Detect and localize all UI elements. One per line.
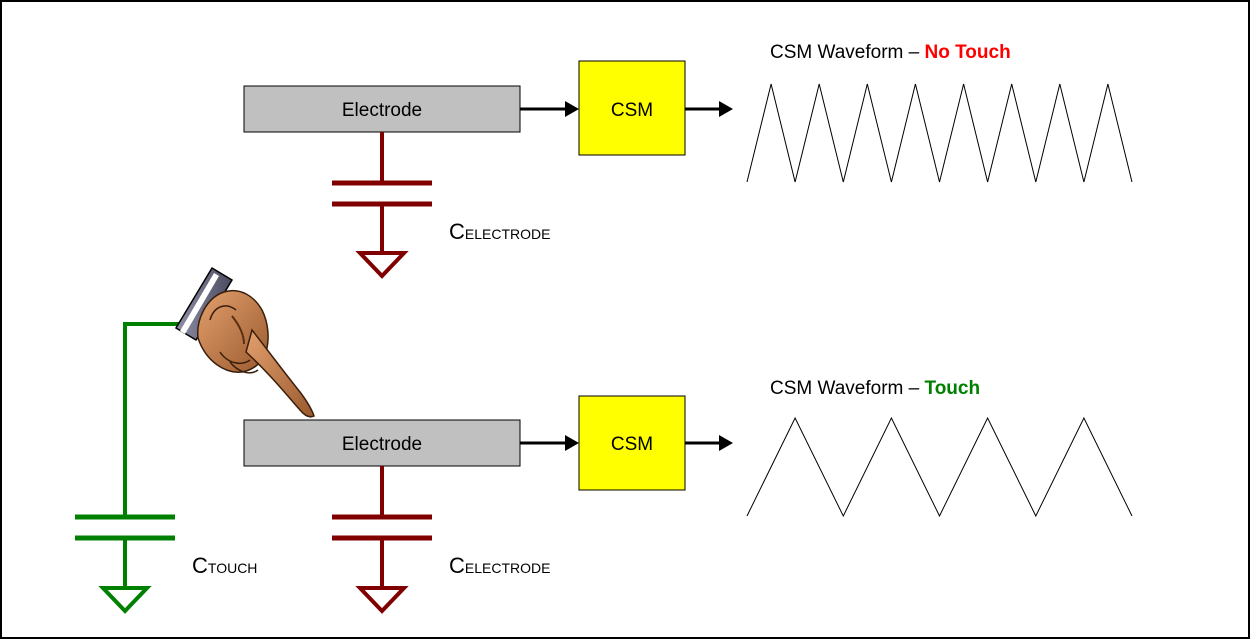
- bottom-csm-block: [578, 395, 686, 491]
- bottom-arrowhead-1: [565, 435, 579, 451]
- touch-wire: [123, 322, 185, 516]
- no-touch-waveform: [746, 83, 1133, 183]
- bottom-electrode-label: Electrode: [342, 434, 422, 455]
- bottom-arrowhead-2: [719, 435, 733, 451]
- top-arrowhead-2: [719, 101, 733, 117]
- top-csm-block: [578, 60, 686, 156]
- touch-waveform: [746, 416, 1133, 518]
- pointing-hand-icon: [174, 266, 315, 418]
- top-cap-label: CELECTRODE: [449, 219, 550, 244]
- top-ground-icon: [355, 251, 409, 279]
- top-row: Electrode CSM CSM Waveform – No Touch CE…: [243, 42, 1133, 279]
- bottom-csm-label: CSM: [611, 434, 653, 455]
- touch-ground-icon: [98, 586, 152, 614]
- top-electrode: [243, 85, 521, 133]
- top-arrowhead-1: [565, 101, 579, 117]
- bottom-ground-icon: [355, 586, 409, 614]
- top-csm-label: CSM: [611, 100, 653, 121]
- bottom-row: Electrode CSM CSM Waveform – Touch CELEC…: [75, 266, 1133, 614]
- bottom-cap-label: CELECTRODE: [449, 553, 550, 578]
- touch-cap-label: CTOUCH: [192, 553, 257, 578]
- top-waveform-title: CSM Waveform – No Touch: [770, 42, 1011, 63]
- bottom-waveform-title: CSM Waveform – Touch: [770, 378, 980, 399]
- top-electrode-label: Electrode: [342, 100, 422, 121]
